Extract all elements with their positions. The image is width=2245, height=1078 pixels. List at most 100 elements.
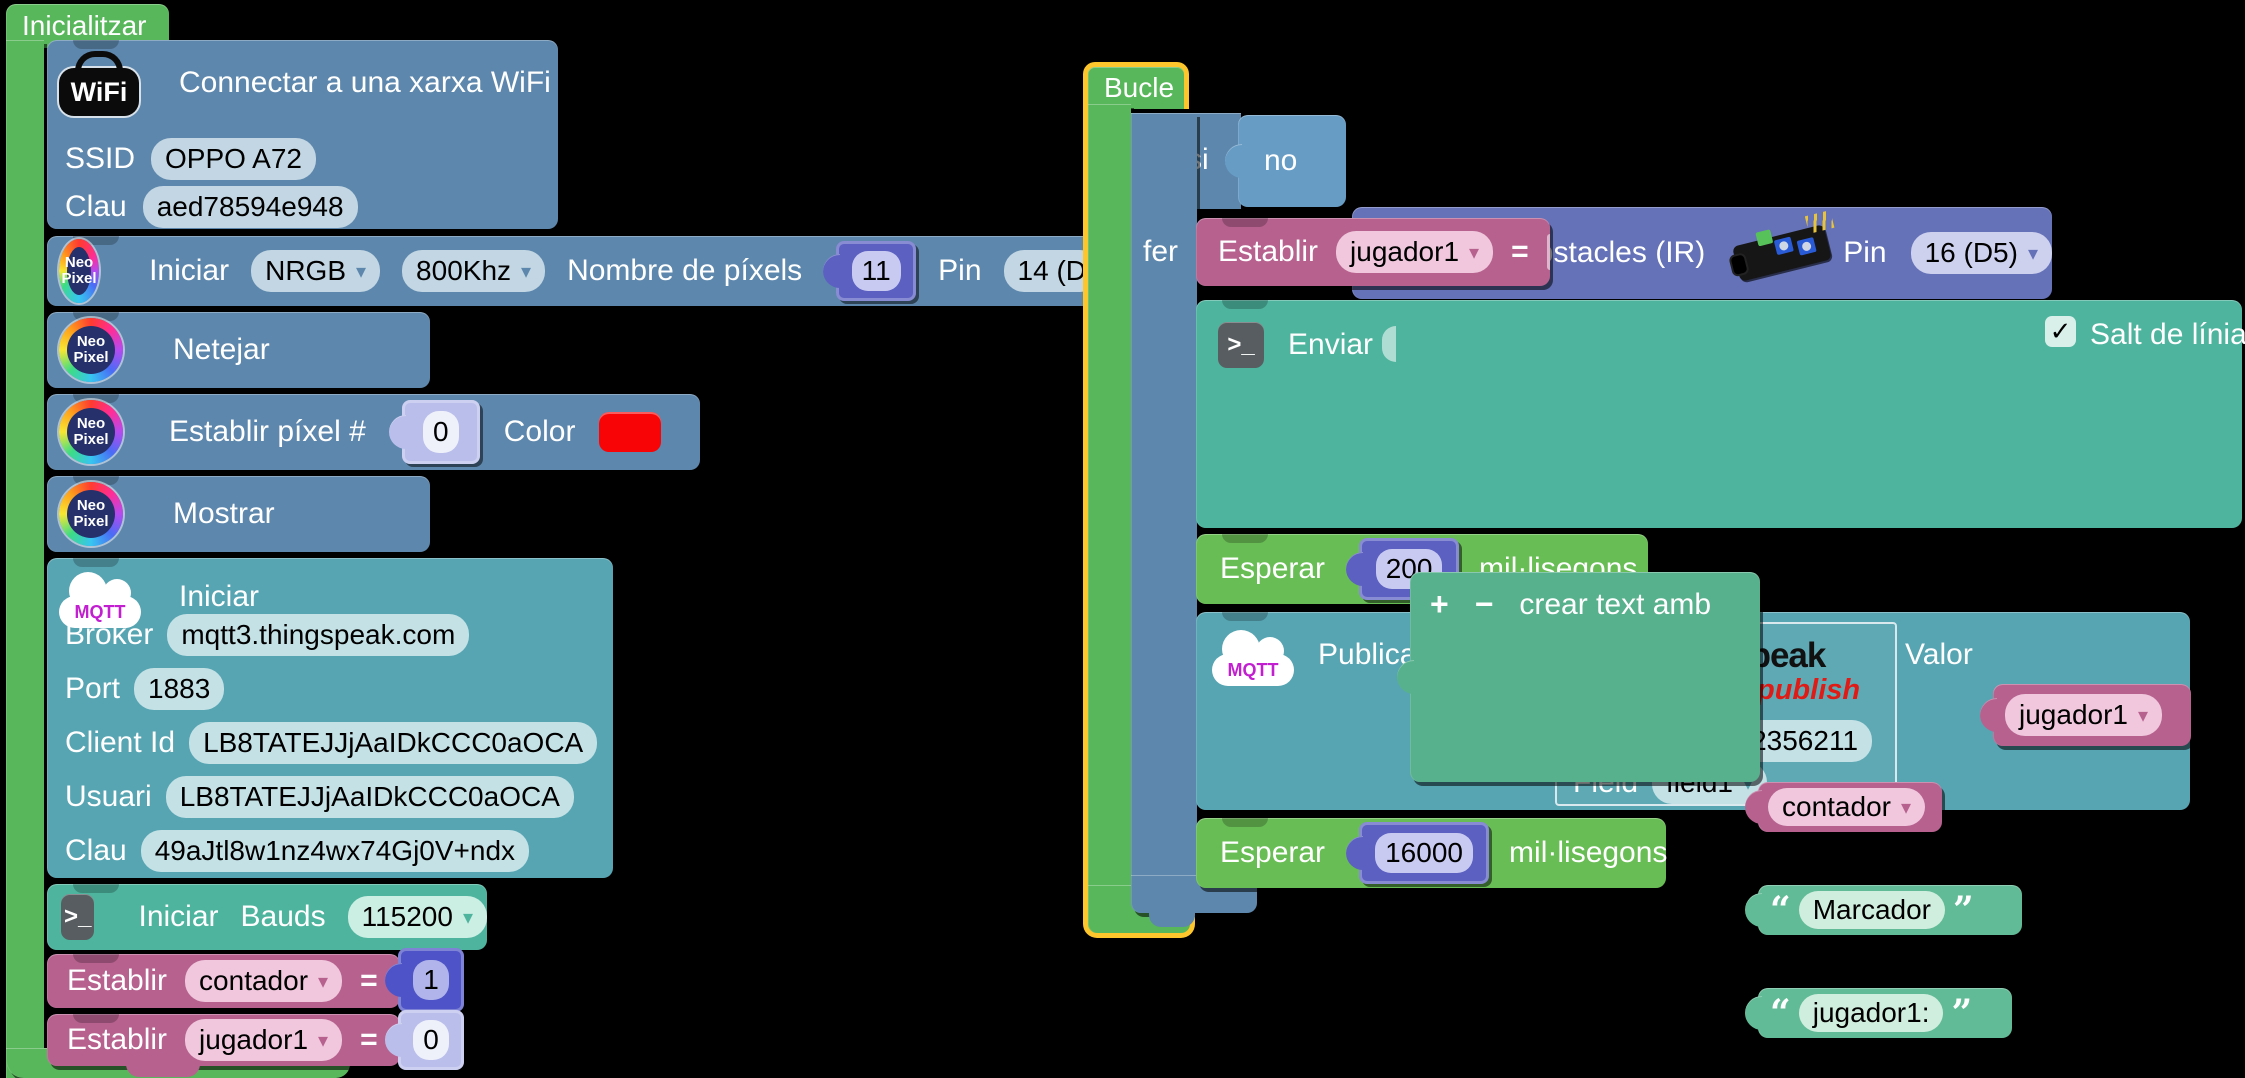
contador-var-dropdown[interactable]: contador▾ <box>1768 788 1926 826</box>
chevron-down-icon: ▾ <box>2027 242 2038 265</box>
block-set-contador[interactable]: Establir contador▾ = <box>47 954 400 1008</box>
chevron-down-icon: ▾ <box>1900 796 1912 819</box>
port-field[interactable]: 1883 <box>134 668 225 710</box>
mqtt-cloud-icon: MQTT <box>1212 630 1294 686</box>
neopixel-color-label: Color <box>503 415 576 448</box>
wifi-title: Connectar a una xarxa WiFi <box>179 66 551 99</box>
block-var-contador[interactable]: contador▾ <box>1758 782 1942 832</box>
if-spine[interactable]: fer <box>1131 113 1197 875</box>
pixel-index-value[interactable]: 0 <box>422 411 459 453</box>
newline-label: Salt de línia <box>2090 318 2245 351</box>
wait-label: Esperar <box>1220 836 1326 869</box>
block-var-valor[interactable]: jugador1▾ <box>1993 684 2191 746</box>
wifi-icon: WiFi <box>59 68 139 116</box>
mqtt-key-field[interactable]: 49aJtl8w1nz4wx74Gj0V+ndx <box>140 830 530 872</box>
block-set-jugador1[interactable]: Establir jugador1▾ = <box>47 1014 400 1066</box>
bucle-label: Bucle <box>1104 72 1175 103</box>
equals-sign: = <box>1511 235 1529 268</box>
value-socket <box>1546 234 1550 270</box>
contador-var-dropdown[interactable]: contador▾ <box>185 960 343 1002</box>
block-wait-16000[interactable]: Esperar 16000 mil·lisegons <box>1196 818 1667 888</box>
block-number-contador[interactable]: 1 <box>398 948 464 1012</box>
block-create-text[interactable]: + − crear text amb <box>1410 572 1760 782</box>
chevron-down-icon: ▾ <box>318 1029 329 1052</box>
block-number-pixel-index[interactable]: 0 <box>401 400 480 464</box>
chevron-down-icon: ▾ <box>521 260 532 283</box>
mqtt-key-label: Clau <box>65 834 127 867</box>
block-logic-not[interactable]: no <box>1238 115 1346 207</box>
block-number-pixels[interactable]: 11 <box>836 241 917 301</box>
block-mqtt-init[interactable]: MQTT Iniciar Broker mqtt3.thingspeak.com… <box>47 558 613 878</box>
thingspeak-publish-word: publish <box>1757 674 1861 706</box>
wifi-key-field[interactable]: aed78594e948 <box>142 186 358 228</box>
user-field[interactable]: LB8TATEJJjAaIDkCCC0aOCA <box>165 776 574 818</box>
neopixel-init-label: Iniciar <box>149 254 230 287</box>
jugador1-value[interactable]: 0 <box>413 1020 449 1060</box>
chevron-down-icon: ▾ <box>356 260 367 283</box>
chevron-down-icon: ▾ <box>1742 772 1754 795</box>
contador-value[interactable]: 1 <box>413 960 449 1000</box>
inicialitzar-spine[interactable] <box>6 40 44 1078</box>
open-quote-icon: “ <box>1770 889 1791 931</box>
block-wifi-connect[interactable]: WiFi Connectar a una xarxa WiFi SSID OPP… <box>47 40 558 229</box>
set-label: Establir <box>67 964 168 997</box>
close-quote-icon: ” <box>1952 889 1974 931</box>
minus-icon[interactable]: − <box>1474 586 1494 622</box>
client-id-field[interactable]: LB8TATEJJjAaIDkCCC0aOCA <box>189 722 598 764</box>
send-label: Enviar <box>1288 328 1374 361</box>
port-label: Port <box>65 672 121 705</box>
broker-field[interactable]: mqtt3.thingspeak.com <box>167 614 470 656</box>
open-quote-icon: “ <box>1770 992 1791 1034</box>
block-number-jugador1[interactable]: 0 <box>398 1010 464 1070</box>
set-label: Establir <box>1218 235 1319 268</box>
mqtt-cloud-icon: MQTT <box>59 572 141 628</box>
chevron-down-icon: ▾ <box>318 970 329 993</box>
valor-label: Valor <box>1905 638 1973 671</box>
jugador1-var-dropdown[interactable]: jugador1▾ <box>1336 231 1494 273</box>
user-label: Usuari <box>65 780 152 813</box>
ir-sensor-image <box>1729 210 1835 289</box>
neopixel-mode-dropdown[interactable]: NRGB▾ <box>251 250 381 292</box>
terminal-icon: >_ <box>1218 322 1264 368</box>
serial-init-label: Iniciar <box>138 900 219 933</box>
block-number-16000[interactable]: 16000 <box>1359 822 1490 884</box>
neopixel-show-label: Mostrar <box>173 497 275 530</box>
wait-value[interactable]: 16000 <box>1375 833 1473 873</box>
newline-checkbox[interactable]: ✓ <box>2045 316 2076 347</box>
wifi-key-label: Clau <box>65 190 127 223</box>
block-text-jugador1[interactable]: “ jugador1: ” <box>1758 988 2012 1038</box>
wait-label: Esperar <box>1220 552 1326 585</box>
color-swatch[interactable] <box>599 412 662 452</box>
pixels-value[interactable]: 11 <box>851 251 901 291</box>
set-label: Establir <box>67 1023 168 1056</box>
block-bottom-notch <box>1149 911 1195 927</box>
text-field[interactable]: Marcador <box>1798 891 1945 929</box>
bucle-spine[interactable] <box>1083 104 1131 894</box>
ssid-field[interactable]: OPPO A72 <box>151 138 316 180</box>
block-set-jugador1-loop[interactable]: Establir jugador1▾ = <box>1196 218 1550 286</box>
create-text-label: crear text amb <box>1519 587 1712 621</box>
text-field[interactable]: jugador1: <box>1798 994 1944 1032</box>
block-serial-send[interactable]: >_ Enviar ✓ Salt de línia <box>1196 300 2245 528</box>
plus-icon[interactable]: + <box>1430 586 1449 622</box>
neopixel-freq-dropdown[interactable]: 800Khz▾ <box>402 250 546 292</box>
block-serial-init[interactable]: >_ Iniciar Bauds 115200▾ <box>47 884 487 950</box>
sensor-pin-label: Pin <box>1843 236 1887 269</box>
sensor-pin-dropdown[interactable]: 16 (D5)▾ <box>1910 232 2052 274</box>
block-text-marcador[interactable]: “ Marcador ” <box>1758 885 2022 935</box>
block-bucle-header[interactable]: Bucle <box>1083 62 1189 109</box>
bauds-dropdown[interactable]: 115200▾ <box>347 896 487 938</box>
chevron-down-icon: ▾ <box>2137 704 2149 727</box>
jugador1-var-dropdown[interactable]: jugador1▾ <box>185 1019 343 1061</box>
valor-var-dropdown[interactable]: jugador1▾ <box>2005 694 2163 736</box>
neopixel-set-label: Establir píxel # <box>169 415 366 448</box>
neopixel-pixels-label: Nombre de píxels <box>567 254 803 287</box>
